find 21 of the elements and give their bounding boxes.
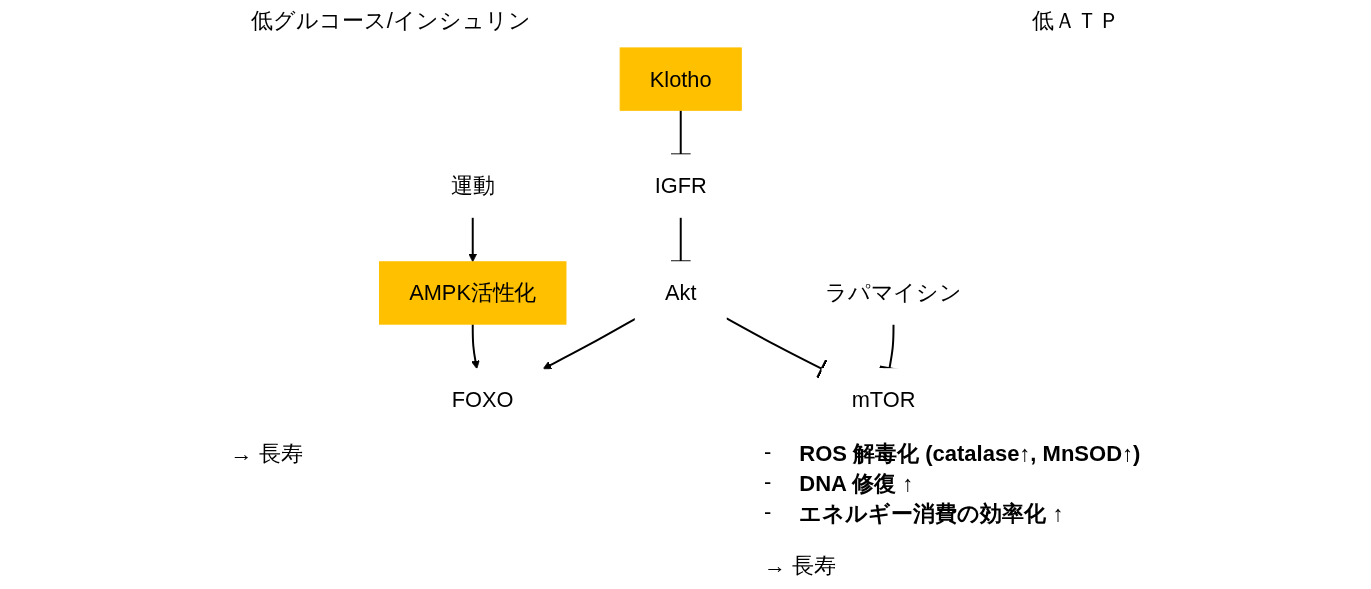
arrow — [542, 317, 637, 370]
node-box: Klotho — [619, 47, 742, 111]
heading-text: 低ＡＴＰ — [1032, 7, 1121, 35]
node-text: FOXO — [451, 387, 514, 413]
bullet-dash: - — [763, 469, 772, 496]
result-text: → 長寿 — [230, 440, 303, 468]
connector — [725, 317, 828, 380]
node-box: AMPK活性化 — [379, 261, 567, 325]
node-text: ラパマイシン — [825, 280, 962, 306]
bullet-dash: - — [763, 499, 772, 526]
node-text: IGFR — [654, 173, 707, 199]
effect-text: ROS 解毒化 (catalase↑, MnSOD↑) — [799, 440, 1141, 468]
effect-text: エネルギー消費の効率化 ↑ — [799, 500, 1064, 528]
arrow — [471, 323, 480, 370]
node-text: 運動 — [450, 173, 495, 199]
arrow — [468, 216, 478, 263]
heading-text: 低グルコース/インシュリン — [250, 7, 531, 35]
effect-text: DNA 修復 ↑ — [799, 470, 914, 498]
bullet-dash: - — [763, 439, 772, 466]
result-text: → 長寿 — [763, 552, 837, 580]
node-text: mTOR — [851, 387, 916, 413]
